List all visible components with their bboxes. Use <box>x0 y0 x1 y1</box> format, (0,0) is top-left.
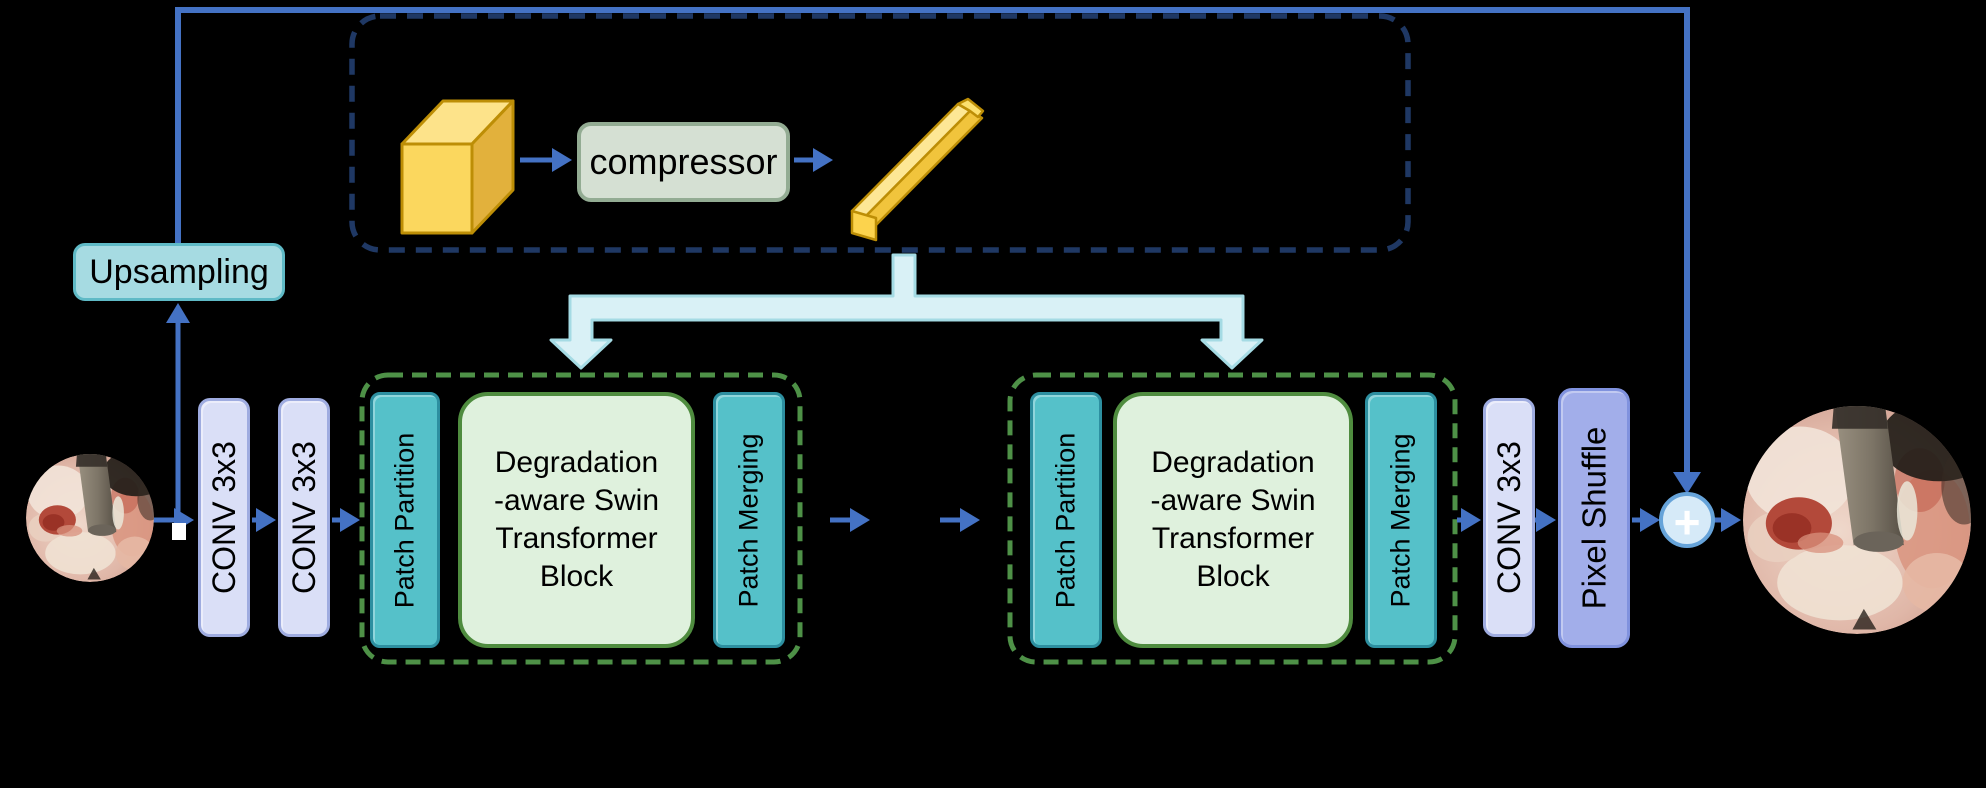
stage1-patch-merging-label: Patch Merging <box>733 432 764 608</box>
stage1-patch-partition-label: Patch Partition <box>389 432 420 608</box>
stage2-patch-merging-box: Patch Merging <box>1365 392 1437 648</box>
conv3x3-head-1-label: CONV 3x3 <box>205 441 242 594</box>
stage2-swin-block-label: Degradation -aware Swin Transformer Bloc… <box>1150 446 1316 593</box>
conv3x3-tail-label: CONV 3x3 <box>1490 441 1527 594</box>
flow-arrowheads <box>166 148 1741 532</box>
stage1-dashed-box <box>359 372 803 665</box>
upsampling-label: Upsampling <box>89 252 269 291</box>
input-image <box>26 450 169 582</box>
pixel-shuffle-label: Pixel Shuffle <box>1575 426 1612 610</box>
upsampling-box: Upsampling <box>73 243 285 301</box>
stage1-patch-partition-box: Patch Partition <box>370 392 440 648</box>
guidance-arrow <box>549 253 1264 370</box>
flow-lines <box>152 7 1723 523</box>
degradation-prior-dashed-box <box>349 13 1411 253</box>
stage2-patch-partition-box: Patch Partition <box>1030 392 1102 648</box>
output-image <box>1743 399 1986 634</box>
stage2-patch-partition-label: Patch Partition <box>1050 432 1081 608</box>
feature-cube-icon <box>400 99 515 235</box>
stage2-swin-block-box: Degradation -aware Swin Transformer Bloc… <box>1113 392 1353 648</box>
stage1-patch-merging-box: Patch Merging <box>713 392 785 648</box>
stage2-patch-merging-label: Patch Merging <box>1385 432 1416 608</box>
conv3x3-head-2-box: CONV 3x3 <box>278 398 330 637</box>
skip-connection-line <box>175 7 1690 474</box>
add-icon: + <box>1674 496 1701 548</box>
pixel-shuffle-box: Pixel Shuffle <box>1558 388 1630 648</box>
skip-arrowhead <box>1673 472 1701 494</box>
conv3x3-head-2-label: CONV 3x3 <box>285 441 322 594</box>
upsample-arrowhead <box>166 303 190 323</box>
stage1-swin-block-box: Degradation -aware Swin Transformer Bloc… <box>458 392 695 648</box>
stage1-swin-block-label: Degradation -aware Swin Transformer Bloc… <box>493 446 660 593</box>
compressor-box: compressor <box>577 122 790 202</box>
degradation-vector-icon <box>850 97 985 242</box>
add-node <box>1659 492 1715 548</box>
white-marker <box>172 523 186 540</box>
conv3x3-tail-box: CONV 3x3 <box>1483 398 1535 637</box>
compressor-label: compressor <box>589 141 778 182</box>
conv3x3-head-1-box: CONV 3x3 <box>198 398 250 637</box>
stage2-dashed-box <box>1007 372 1458 665</box>
